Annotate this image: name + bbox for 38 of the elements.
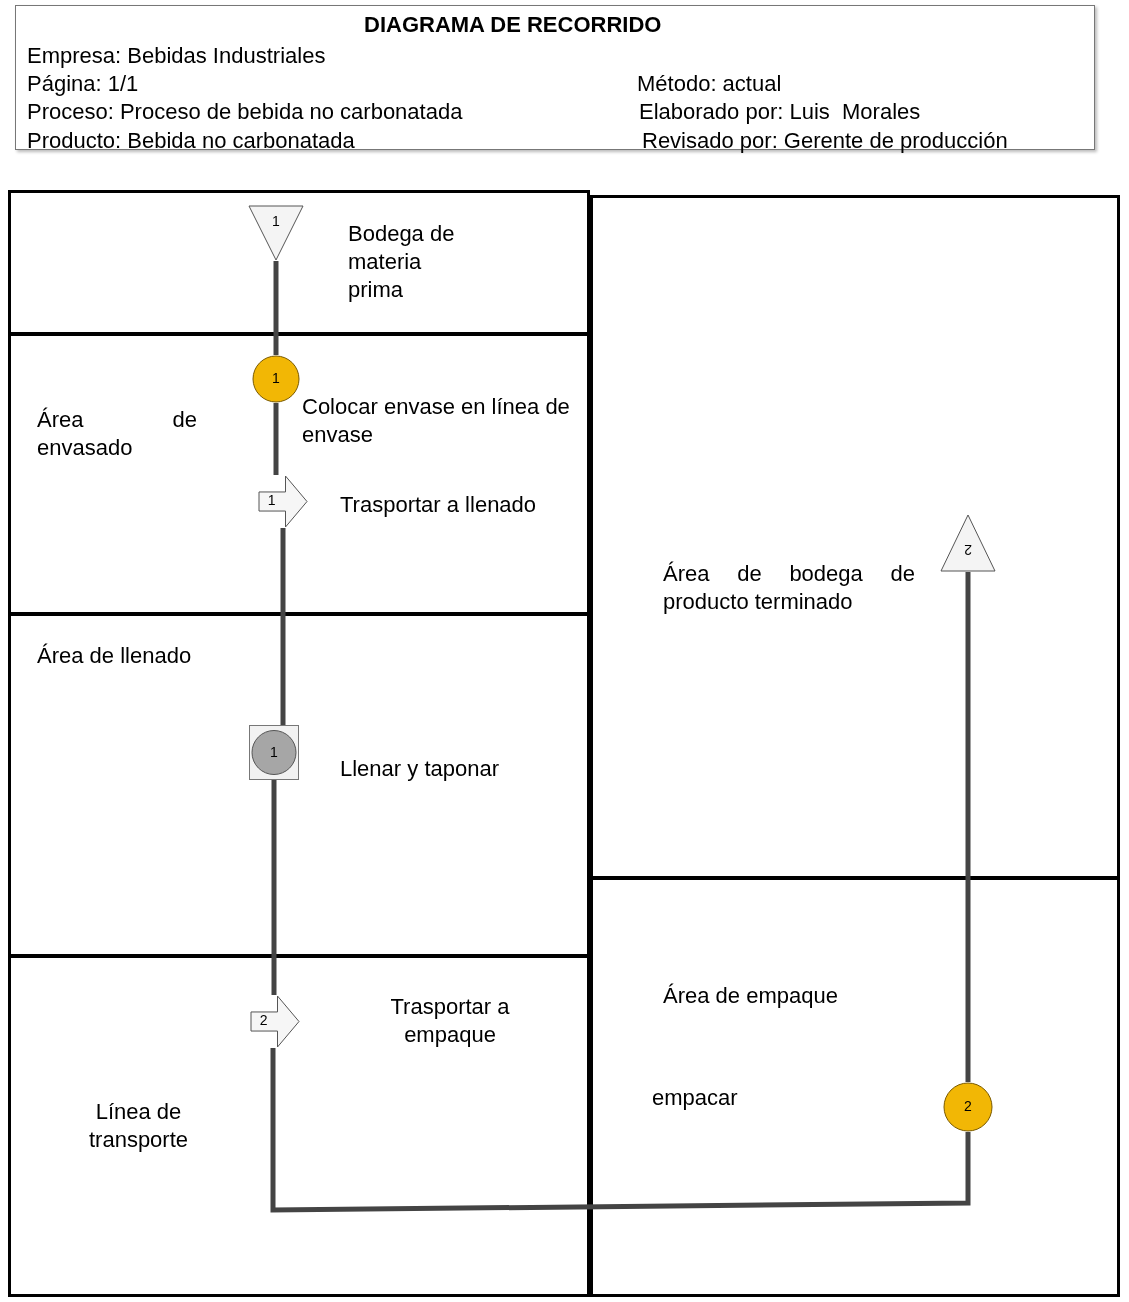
step-description: Colocar envase en línea de envase xyxy=(302,393,571,449)
combined-operation-symbol: 1 xyxy=(249,725,299,780)
info-text: Producto: Bebida no carbonatada xyxy=(27,127,355,155)
area-name: Área de envasado xyxy=(37,406,197,462)
storage-triangle: 2 xyxy=(940,514,996,572)
info-text: Página: 1/1 xyxy=(27,70,139,98)
transport-arrow: 2 xyxy=(250,995,300,1048)
area-box xyxy=(8,955,590,1297)
step-description: Llenar y taponar xyxy=(340,755,500,783)
step-description: Trasportar a empaque xyxy=(389,993,511,1049)
area-box xyxy=(590,195,1120,879)
operation-circle: 1 xyxy=(252,355,300,403)
area-box xyxy=(8,333,590,615)
step-description: Trasportar a llenado xyxy=(340,491,538,519)
info-text: Empresa: Bebidas Industriales xyxy=(27,42,326,70)
transport-arrow: 1 xyxy=(258,475,308,528)
area-box xyxy=(8,613,590,957)
flow-line xyxy=(273,261,279,355)
operation-circle: 2 xyxy=(943,1082,993,1132)
flow-line xyxy=(270,1048,971,1213)
area-name: Área de empaque xyxy=(663,982,839,1010)
step-description: empacar xyxy=(652,1084,738,1112)
area-name: Área de llenado xyxy=(37,642,193,670)
area-box xyxy=(590,877,1120,1297)
info-text: Revisado por: Gerente de producción xyxy=(642,127,1008,155)
storage-triangle: 1 xyxy=(248,205,304,261)
area-name: Línea de transporte xyxy=(87,1098,190,1154)
title: DIAGRAMA DE RECORRIDO xyxy=(364,12,662,38)
flow-line xyxy=(273,403,279,475)
area-name: Área de bodega de producto terminado xyxy=(663,560,915,616)
info-text: Método: actual xyxy=(637,70,782,98)
area-box xyxy=(8,190,590,335)
flow-line xyxy=(280,528,286,725)
flow-line xyxy=(965,572,971,1082)
step-description: Bodega de materia prima xyxy=(348,220,456,304)
flow-line xyxy=(271,780,277,995)
info-text: Proceso: Proceso de bebida no carbonatada xyxy=(27,98,463,126)
info-text: Elaborado por: Luis Morales xyxy=(639,98,921,126)
